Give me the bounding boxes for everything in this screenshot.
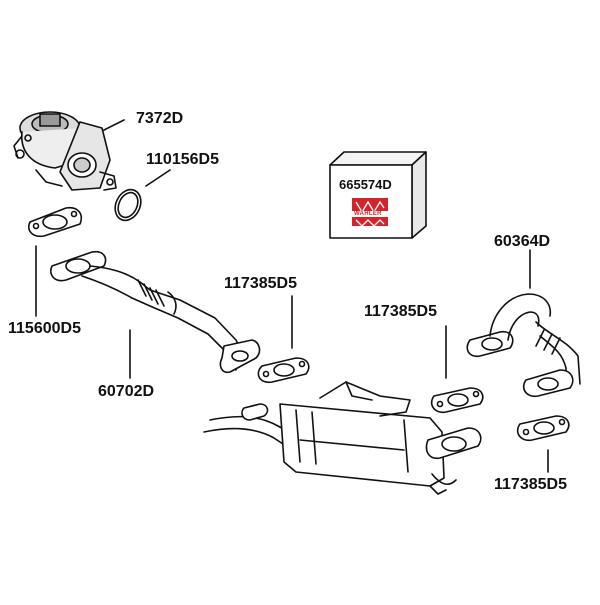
kit-box-code: 665574D	[339, 177, 392, 192]
egr-pipe-drawing	[50, 250, 261, 374]
part-label-flange-gasket-left: 115600D5	[8, 320, 81, 337]
flange-gasket-left-drawing	[28, 206, 82, 238]
part-label-o-ring: 110156D5	[146, 151, 219, 168]
part-label-egr-pipe: 60702D	[98, 383, 155, 400]
part-label-gasket-bottom-right: 117385D5	[494, 476, 567, 493]
part-label-cooler-pipe: 60364D	[494, 233, 551, 250]
gasket-bottom-right-drawing	[516, 415, 570, 442]
leader-line	[145, 169, 171, 187]
o-ring-inner	[117, 191, 139, 219]
part-label-gasket-middle-right: 117385D5	[364, 303, 437, 320]
part-label-gasket-middle-left: 117385D5	[224, 275, 297, 292]
gasket-middle-right-drawing	[430, 387, 484, 414]
cooler-pipe-drawing	[466, 293, 581, 398]
egr-cooler-drawing	[203, 381, 482, 495]
wahler-logo	[352, 198, 388, 227]
kit-box-brand: WAHLER	[354, 211, 382, 217]
leader-line	[103, 119, 125, 131]
part-label-egr-valve: 7372D	[136, 110, 184, 127]
gasket-middle-left-drawing	[257, 357, 310, 384]
o-ring-drawing	[114, 188, 142, 222]
egr-valve-drawing	[13, 111, 117, 191]
